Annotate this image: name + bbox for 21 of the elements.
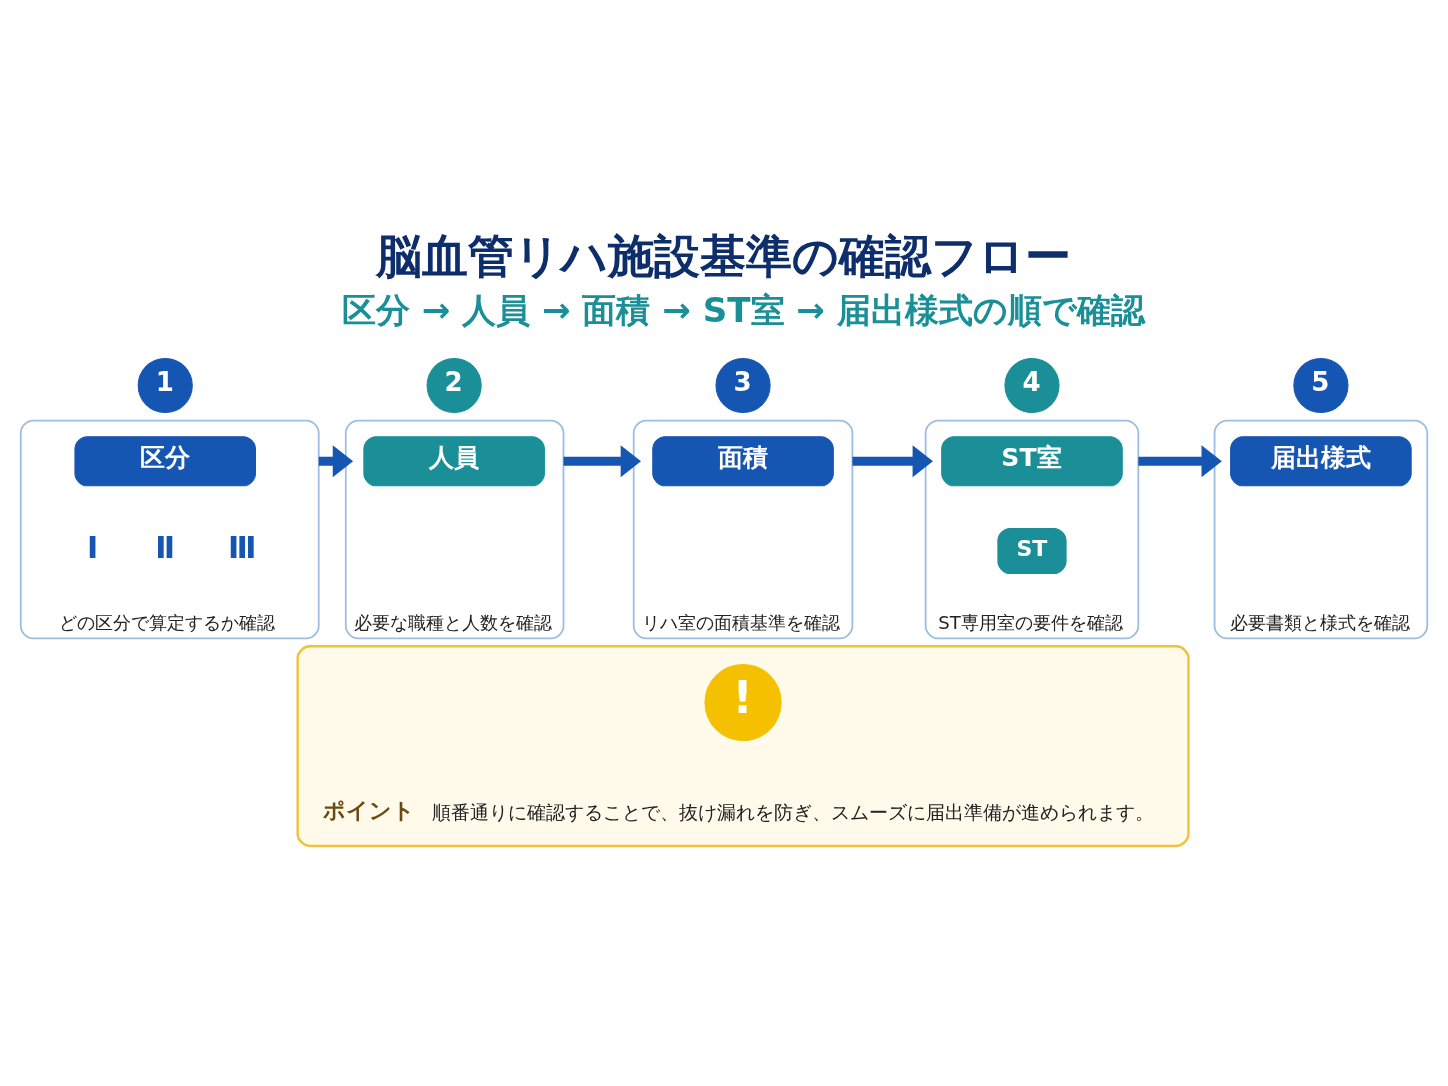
node-circle: 4 bbox=[1004, 357, 1060, 414]
arrow bbox=[318, 445, 354, 478]
node-circle: ! bbox=[704, 663, 782, 742]
node-circle: 5 bbox=[1293, 357, 1349, 414]
node-box: ST室 bbox=[941, 436, 1123, 487]
node-box: 面積 bbox=[652, 436, 834, 487]
label: Ⅰ bbox=[86, 529, 99, 565]
label: Ⅲ bbox=[227, 529, 257, 565]
node-box: 区分 bbox=[74, 436, 256, 487]
node-box: ST bbox=[997, 527, 1067, 575]
node-box: 人員 bbox=[363, 436, 545, 487]
node-box: 届出様式 bbox=[1230, 436, 1412, 487]
arrow bbox=[563, 445, 641, 478]
node-circle: 1 bbox=[137, 357, 193, 414]
arrow bbox=[852, 445, 933, 478]
label: 区分 → 人員 → 面積 → ST室 → 届出様式の順で確認 bbox=[341, 289, 1145, 330]
diagram-title: 脳血管リハ施設基準の確認フロー bbox=[375, 228, 1071, 283]
node-circle: 3 bbox=[715, 357, 771, 414]
node-circle: 2 bbox=[426, 357, 482, 414]
arrow bbox=[1138, 445, 1222, 478]
label: Ⅱ bbox=[155, 529, 176, 565]
